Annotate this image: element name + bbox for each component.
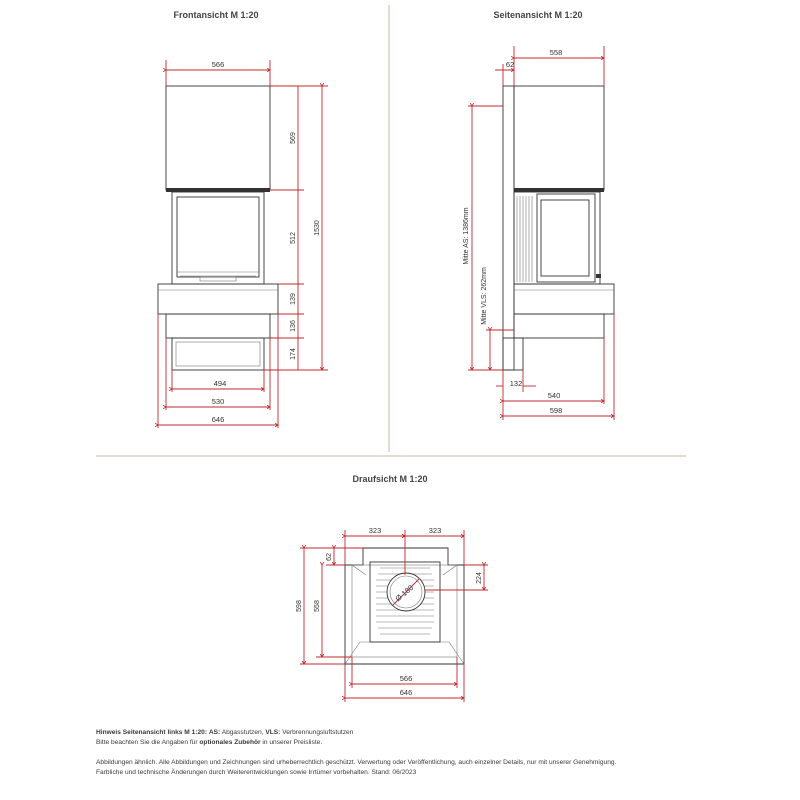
notes-accessory-bold: optionales Zubehör	[199, 738, 261, 746]
top-dim-224: 224	[476, 572, 483, 584]
notes-accessory-post: in unserer Preisliste.	[262, 738, 323, 746]
front-dim-w1: 494	[214, 379, 227, 388]
notes-as-label: AS:	[208, 729, 221, 736]
notes-as-text: Abgasstutzen,	[221, 729, 264, 736]
front-view: Frontansicht M 1:20 566 569 512 139 136 …	[158, 10, 328, 428]
side-view: Seitenansicht M 1:20 558 62	[463, 10, 614, 420]
side-dim-w2: 598	[550, 406, 563, 415]
top-view-title: Draufsicht M 1:20	[352, 474, 427, 484]
notes-disclaimer: Farbliche und technische Änderungen durc…	[96, 768, 417, 776]
top-dim-w2: 646	[400, 688, 413, 697]
front-dim-h1: 569	[290, 132, 297, 144]
notes-accessory-pre: Bitte beachten Sie die Angaben für	[96, 738, 198, 746]
front-dim-h3: 139	[290, 293, 297, 305]
top-dim-left-half: 323	[369, 526, 382, 535]
top-view: Draufsicht M 1:20 Ø 180 323 323	[296, 474, 488, 702]
top-dim-558: 558	[314, 600, 321, 612]
notes-line-2: Bitte beachten Sie die Angaben für optio…	[96, 738, 736, 748]
side-dim-vls-label: Mitte VLS: 262mm	[481, 267, 488, 325]
side-dim-top-width: 558	[550, 48, 563, 57]
front-dim-w2: 530	[212, 397, 225, 406]
front-dim-h5: 174	[290, 348, 297, 360]
top-dim-right-half: 323	[429, 526, 442, 535]
side-dim-w1: 540	[548, 391, 561, 400]
top-dim-w1: 566	[400, 674, 413, 683]
notes-line-1: Hinweis Seitenansicht links M 1:20: AS: …	[96, 728, 736, 738]
notes-vls-text: Verbrennungsluftstutzen	[282, 729, 354, 736]
top-dim-62: 62	[326, 553, 333, 561]
front-dim-w3: 646	[212, 415, 225, 424]
notes-hint-label: Hinweis Seitenansicht links M 1:20:	[96, 729, 208, 736]
side-dim-as-label: Mitte AS: 1386mm	[463, 207, 470, 264]
top-dim-598: 598	[296, 600, 303, 612]
side-dim-offset: 62	[506, 60, 514, 69]
front-dim-h4: 136	[290, 320, 297, 332]
side-view-title: Seitenansicht M 1:20	[493, 10, 582, 20]
front-dim-total: 1530	[314, 220, 321, 236]
notes-copyright: Abbildungen ähnlich. Alle Abbildungen un…	[96, 759, 617, 767]
front-dim-h2: 512	[290, 232, 297, 244]
side-dim-bottom-offset: 132	[510, 379, 523, 388]
front-view-title: Frontansicht M 1:20	[173, 10, 258, 20]
notes-vls-label: VLS:	[265, 729, 281, 736]
notes-block: Hinweis Seitenansicht links M 1:20: AS: …	[96, 728, 736, 777]
front-dim-top-width: 566	[212, 60, 225, 69]
